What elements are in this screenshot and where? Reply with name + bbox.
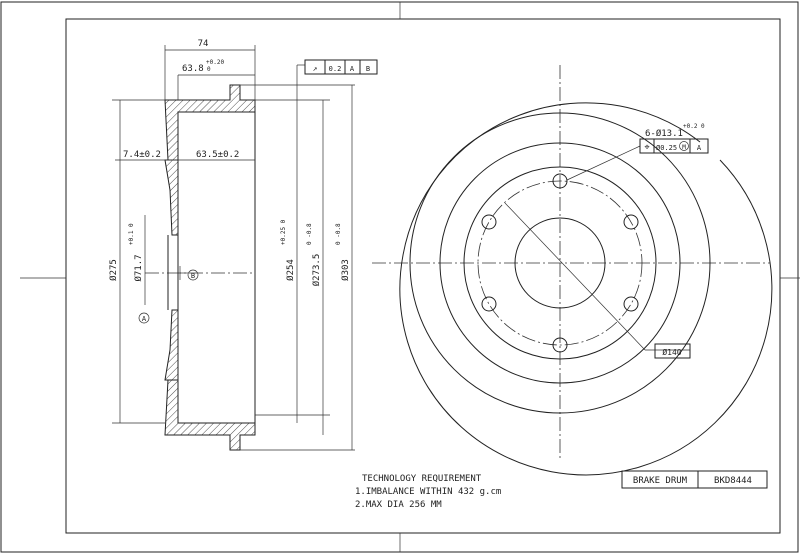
svg-text:+0.2 0: +0.2 0 [683, 123, 705, 130]
runout-icon: ↗ [313, 64, 318, 73]
drawing-frame [65, 18, 781, 534]
technology-requirements: TECHNOLOGY REQUIREMENT 1.IMBALANCE WITHI… [355, 474, 501, 510]
outer-rim [399, 102, 773, 476]
title-block: BRAKE DRUM BKD8444 [621, 470, 768, 489]
svg-text:0: 0 [207, 66, 211, 73]
requirements-heading: TECHNOLOGY REQUIREMENT [362, 474, 482, 484]
requirement-item: 2.MAX DIA 256 MM [355, 500, 442, 510]
datum-a-label: A [142, 315, 147, 323]
dim-depth: 63.5±0.2 [196, 150, 239, 160]
section-view: 74 63.8 +0.20 0 7.4±0.2 63.5±0.2 Ø275 Ø7… [108, 39, 378, 451]
bolt-hole [623, 296, 639, 312]
bolt-hole [552, 337, 568, 353]
svg-text:0.2: 0.2 [329, 65, 342, 73]
svg-text:B: B [366, 65, 370, 73]
dim-flange: 7.4±0.2 [123, 150, 161, 160]
bolt-hole [623, 214, 639, 230]
svg-text:0 -0.8: 0 -0.8 [306, 223, 313, 245]
bolt-circle [477, 180, 643, 346]
datum-b-label: B [191, 272, 195, 280]
hole-spec: 6-Ø13.1 [645, 128, 683, 139]
dim-dia-275: Ø275 [108, 259, 119, 281]
dim-inner-depth: 63.8 [182, 64, 204, 74]
front-view: Ø140 6-Ø13.1 +0.2 0 ⌖ Ø0.25 M A [372, 65, 773, 476]
position-icon: ⌖ [644, 143, 649, 153]
bolt-hole [481, 296, 497, 312]
dim-width: 74 [198, 39, 209, 49]
dim-dia-pilot: Ø71.7 [133, 254, 144, 281]
svg-text:+0.25 0: +0.25 0 [280, 219, 287, 245]
svg-text:A: A [697, 144, 702, 152]
position-control-frame: ⌖ Ø0.25 M A [639, 138, 709, 154]
svg-text:M: M [682, 144, 686, 151]
part-number: BKD8444 [714, 476, 752, 486]
bolt-circle-dim: Ø140 [662, 347, 681, 357]
part-name: BRAKE DRUM [633, 476, 688, 486]
svg-text:Ø0.25: Ø0.25 [656, 144, 677, 152]
requirement-item: 1.IMBALANCE WITHIN 432 g.cm [355, 487, 501, 497]
center-bore [514, 217, 606, 309]
dim-dia-273: Ø273.5 [311, 254, 322, 287]
svg-text:0 -0.8: 0 -0.8 [335, 223, 342, 245]
dim-dia-braking: Ø254 [285, 259, 296, 281]
bolt-hole [552, 173, 568, 189]
bolt-hole [481, 214, 497, 230]
dim-inner-depth-tol: +0.20 [206, 59, 224, 66]
bolt-holes [481, 173, 639, 353]
dim-dia-303: Ø303 [340, 259, 351, 281]
runout-control-frame: ↗ 0.2 A B [304, 59, 378, 75]
svg-text:A: A [350, 65, 355, 73]
svg-text:+0.1 0: +0.1 0 [128, 223, 135, 245]
